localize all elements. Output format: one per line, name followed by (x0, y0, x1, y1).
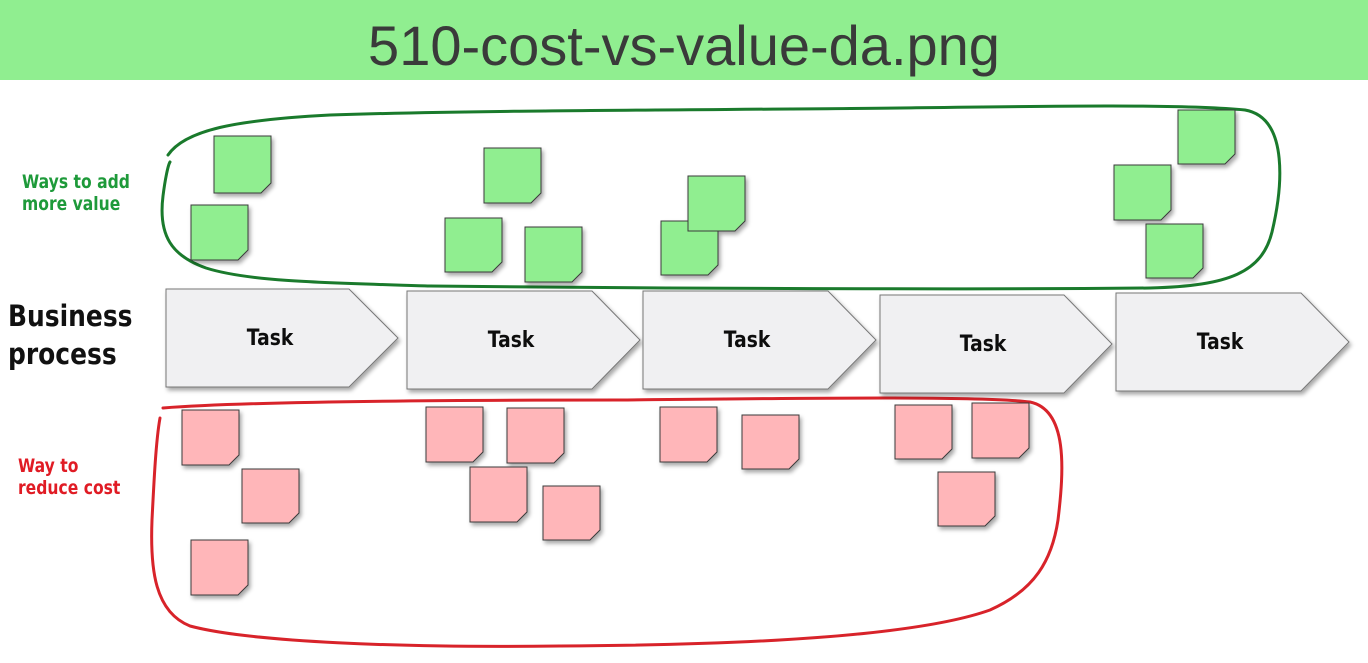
cost-note[interactable] (659, 406, 718, 463)
value-note[interactable] (483, 147, 542, 204)
add-value-label-line: more value (22, 192, 121, 215)
task-step[interactable]: Task (642, 290, 877, 390)
task-step[interactable]: Task (1115, 292, 1350, 392)
task-step[interactable]: Task (879, 294, 1113, 394)
task-label: Task (724, 327, 771, 353)
value-note[interactable] (213, 135, 272, 194)
cost-note[interactable] (741, 414, 800, 470)
cost-note[interactable] (937, 471, 996, 527)
value-notes (190, 109, 1236, 283)
add-value-label: Ways to add more value (22, 171, 130, 216)
business-process-label-line: process (8, 336, 117, 371)
cost-note[interactable] (469, 466, 528, 523)
value-note[interactable] (687, 175, 746, 232)
value-note[interactable] (444, 217, 503, 273)
task-arrows: Task Task Task Task Task (165, 288, 1350, 394)
business-process-label: Business process (8, 298, 133, 373)
value-note[interactable] (190, 204, 249, 261)
reduce-cost-label-line: reduce cost (18, 476, 121, 499)
add-value-label-line: Ways to add (22, 171, 130, 193)
reduce-cost-label-line: Way to (18, 455, 79, 477)
value-note[interactable] (1145, 223, 1204, 279)
task-label: Task (1197, 329, 1244, 355)
cost-note[interactable] (425, 406, 484, 463)
cost-note[interactable] (190, 539, 249, 596)
cost-note[interactable] (894, 404, 953, 460)
cost-notes (181, 402, 1030, 596)
reduce-cost-label: Way to reduce cost (18, 455, 121, 500)
cost-note[interactable] (542, 485, 601, 541)
cost-note[interactable] (181, 409, 240, 466)
business-process-label-line: Business (8, 299, 133, 333)
task-step[interactable]: Task (165, 288, 399, 388)
cost-note[interactable] (971, 402, 1030, 459)
cost-note[interactable] (506, 407, 565, 464)
page-title: 510-cost-vs-value-da.png (368, 14, 1000, 77)
value-note[interactable] (524, 226, 583, 283)
cost-group-outline (150, 396, 1064, 648)
title-bar: 510-cost-vs-value-da.png (0, 0, 1368, 80)
task-label: Task (960, 331, 1007, 357)
task-label: Task (488, 327, 535, 353)
value-note[interactable] (1113, 164, 1172, 221)
cost-note[interactable] (241, 468, 300, 524)
task-label: Task (247, 325, 294, 351)
value-group-outline (160, 104, 1282, 291)
value-note[interactable] (1177, 109, 1236, 165)
task-step[interactable]: Task (406, 290, 641, 390)
